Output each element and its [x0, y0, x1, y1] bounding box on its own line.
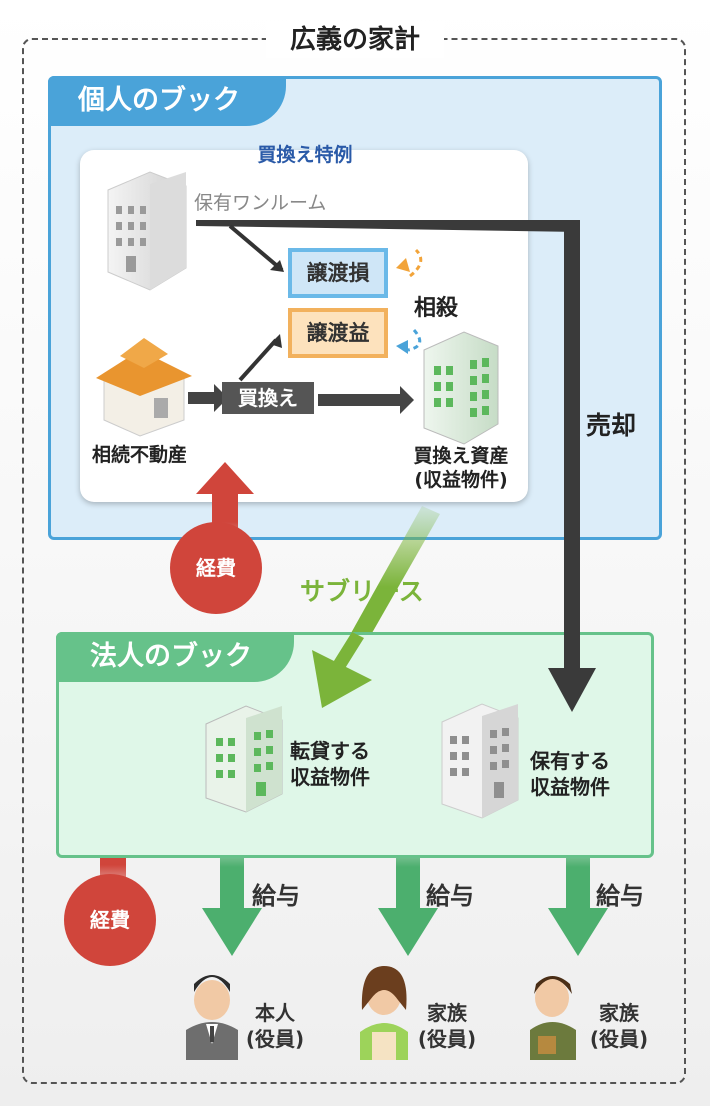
transfer-loss-box: 譲渡損 — [288, 248, 388, 298]
sublease-label: サブリース — [300, 577, 424, 606]
person-family-woman-line1: 家族 — [427, 1001, 467, 1025]
exchange-arrow-left — [188, 384, 228, 412]
to-loss-arrowhead — [270, 260, 284, 272]
transfer-gain-box: 譲渡益 — [288, 308, 388, 358]
offset-curve-bottom — [407, 329, 422, 352]
to-gain-arrowhead — [270, 334, 282, 348]
personal-expense-badge: 経費 — [170, 522, 262, 614]
person-family-woman-icon — [360, 966, 408, 1060]
to-gain-arrow — [238, 338, 278, 382]
replacement-asset-building-icon — [423, 331, 499, 445]
person-family-woman-line2: (役員) — [417, 1027, 477, 1051]
person-family-man-line2: (役員) — [589, 1027, 649, 1051]
personal-book-tab: 個人のブック — [48, 76, 286, 126]
person-principal-line1: 本人 — [255, 1001, 295, 1025]
sublet-property-line1: 転貸する — [290, 739, 370, 763]
sublet-property-label: 転貸する 収益物件 — [290, 738, 370, 790]
corporate-expense-badge: 経費 — [64, 874, 156, 966]
special-rule-title: 買換え特例 — [257, 144, 353, 166]
corporate-book-tab: 法人のブック — [56, 632, 294, 682]
offset-label: 相殺 — [414, 296, 459, 321]
sublet-property-line2: 収益物件 — [290, 765, 370, 789]
exchange-label: 買換え — [222, 382, 314, 414]
replacement-asset-line1: 買換え資産 — [413, 445, 509, 467]
sale-label: 売却 — [586, 411, 637, 440]
owned-studio-label: 保有ワンルーム — [194, 192, 327, 214]
person-family-man-line1: 家族 — [599, 1001, 639, 1025]
salary-label-2: 給与 — [426, 882, 474, 910]
inherited-property-label: 相続不動産 — [92, 444, 188, 466]
offset-curve-top — [409, 248, 423, 278]
person-family-woman-label: 家族 (役員) — [412, 1000, 482, 1052]
person-family-man-icon — [530, 976, 576, 1060]
owned-property-line2: 収益物件 — [530, 775, 610, 799]
salary-label-3: 給与 — [596, 882, 644, 910]
person-family-man-label: 家族 (役員) — [584, 1000, 654, 1052]
replacement-asset-line2: (収益物件) — [414, 469, 508, 491]
person-principal-icon — [186, 975, 238, 1060]
to-loss-arrow — [228, 224, 284, 272]
salary-label-1: 給与 — [252, 882, 300, 910]
owned-studio-building-icon — [107, 171, 187, 291]
person-principal-label: 本人 (役員) — [240, 1000, 310, 1052]
person-principal-line2: (役員) — [245, 1027, 305, 1051]
replacement-asset-label: 買換え資産 (収益物件) — [398, 444, 524, 492]
exchange-arrow-right — [318, 386, 414, 414]
inherited-house-icon — [96, 338, 192, 437]
owned-property-line1: 保有する — [530, 749, 610, 773]
owned-property-label: 保有する 収益物件 — [530, 748, 610, 800]
household-title: 広義の家計 — [266, 22, 444, 58]
